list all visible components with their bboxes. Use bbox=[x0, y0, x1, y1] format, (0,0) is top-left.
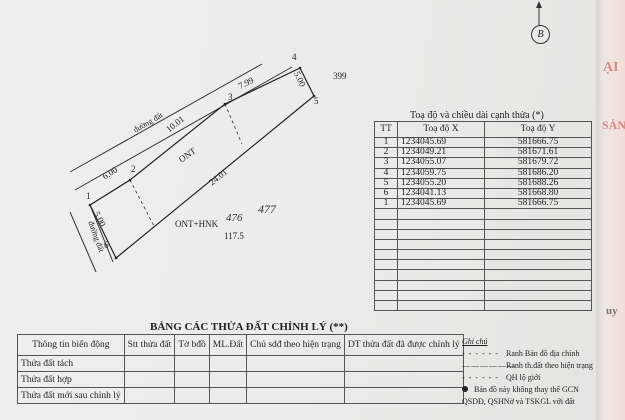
table-row bbox=[374, 289, 592, 302]
adjacent-page-edge: ẠI SẢN uy bbox=[596, 0, 625, 420]
table-row: Thửa đất mới sau chỉnh lý bbox=[17, 387, 464, 404]
vertex-label: 4 bbox=[292, 52, 297, 62]
land-type-label: ONT+HNK bbox=[175, 219, 219, 229]
column-header: Thông tin biến động bbox=[17, 334, 125, 356]
table-row bbox=[374, 218, 592, 230]
legend: Ghi chú - - - - - -Ranh Bản đồ địa chính… bbox=[462, 336, 593, 408]
vertex-label: 3 bbox=[228, 92, 233, 102]
legend-title: Ghi chú bbox=[462, 337, 488, 346]
table-row bbox=[374, 238, 592, 251]
column-header: Chủ sdđ theo hiện trạng bbox=[246, 334, 345, 356]
column-header: Toạ độ X bbox=[397, 121, 485, 138]
table-row bbox=[374, 249, 592, 261]
edge-fragment: SẢN bbox=[602, 118, 625, 132]
table-row bbox=[374, 269, 592, 281]
table-row: Thửa đất hợp bbox=[17, 371, 464, 388]
vertex-label: 1 bbox=[86, 191, 91, 201]
table-row bbox=[374, 228, 592, 240]
coord-table-title: Toạ độ và chiều dài cạnh thửa (*) bbox=[410, 110, 544, 121]
table-row: Thửa đất tách bbox=[17, 355, 464, 372]
neighbor-parcel-number: 399 bbox=[333, 71, 347, 81]
legend-item: - - - - - -Ranh Bản đồ địa chính bbox=[462, 349, 580, 358]
column-header: Stt thửa đất bbox=[123, 334, 176, 356]
vertex-label: 2 bbox=[131, 164, 136, 174]
north-arrow-icon: B bbox=[531, 25, 550, 44]
legend-item: ——————Ranh th.đất theo hiện trạng bbox=[462, 361, 593, 370]
table-row bbox=[374, 259, 592, 271]
parcel-map bbox=[69, 1, 542, 273]
bullet-icon bbox=[462, 386, 468, 392]
correction-table-title: BẢNG CÁC THỬA ĐẤT CHỈNH LÝ (**) bbox=[150, 321, 348, 333]
legend-item: Bản đồ này không thay thế GCN bbox=[462, 384, 593, 396]
edge-fragment: ẠI bbox=[603, 60, 619, 75]
legend-item: QSDĐ, QSHNở và TSKGL với đất bbox=[462, 397, 575, 406]
column-header: TT bbox=[374, 121, 398, 138]
parcel-area: 117.5 bbox=[224, 231, 244, 241]
column-header: ML.Đất bbox=[208, 334, 248, 356]
handwritten-parcel-number: 477 bbox=[258, 202, 276, 216]
vertex-label: 6 bbox=[104, 240, 109, 250]
handwritten-parcel-number: 476 bbox=[226, 212, 243, 224]
legend-item: - - - - - -QH lộ giới bbox=[462, 373, 541, 382]
table-row bbox=[374, 279, 592, 291]
table-row bbox=[374, 208, 592, 220]
column-header: Toạ độ Y bbox=[484, 121, 592, 138]
column-header: DT thửa đất đã được chỉnh lý bbox=[343, 334, 464, 356]
edge-fragment: uy bbox=[606, 305, 618, 317]
vertex-label: 5 bbox=[314, 96, 319, 106]
column-header: Tờ bđồ bbox=[174, 334, 210, 356]
table-row bbox=[374, 299, 592, 312]
correction-table: Thông tin biến động Stt thửa đất Tờ bđồ … bbox=[17, 334, 464, 404]
